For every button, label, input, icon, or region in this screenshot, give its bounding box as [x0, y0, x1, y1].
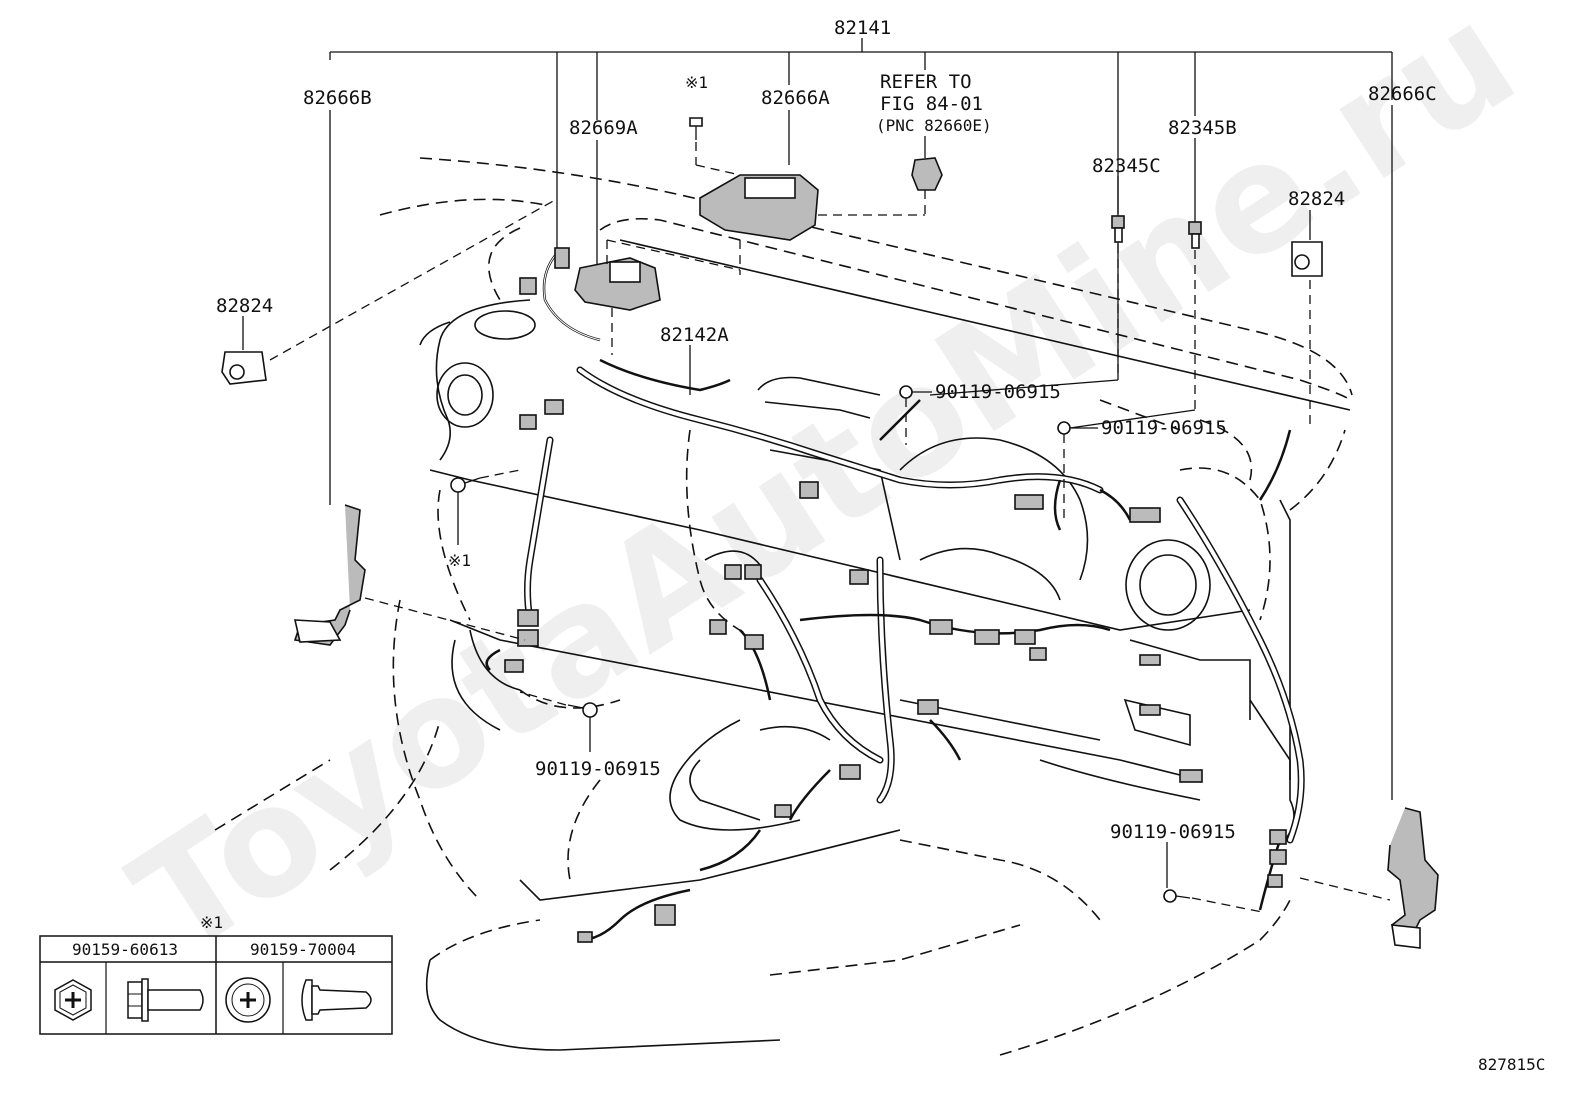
label-bolt-2: 90119-06915	[1101, 417, 1227, 439]
label-82666B: 82666B	[303, 87, 372, 109]
label-82669A: 82669A	[569, 117, 638, 139]
label-82345B: 82345B	[1168, 117, 1237, 139]
label-82142A: 82142A	[660, 324, 729, 346]
part-82666B	[293, 110, 526, 646]
watermark-text: ToyotaAutoMine.ru	[105, 0, 1545, 990]
part-82669A	[574, 140, 741, 355]
vehicle-body-outline	[214, 157, 1353, 1056]
bolt-lower-right	[1163, 842, 1263, 913]
hex-bolt-head-icon	[54, 979, 92, 1021]
label-refer-line3: (PNC 82660E)	[876, 116, 992, 135]
legend-mark: ※1	[200, 913, 223, 932]
label-refer-line1: REFER TO	[880, 71, 972, 93]
legend-col1-header: 90159-60613	[72, 940, 178, 959]
part-82345C	[929, 176, 1125, 396]
label-bolt-3: 90119-06915	[535, 758, 661, 780]
label-82666C: 82666C	[1368, 83, 1437, 105]
legend-col2-header: 90159-70004	[250, 940, 356, 959]
label-82666A: 82666A	[761, 87, 830, 109]
label-bolt-4: 90119-06915	[1110, 821, 1236, 843]
part-82824-right	[1291, 210, 1323, 430]
part-82666A	[699, 110, 925, 275]
label-82141: 82141	[834, 17, 891, 39]
label-82824-left: 82824	[216, 295, 273, 317]
wire-harness-82141	[485, 249, 1305, 942]
label-bolt-1: 90119-06915	[935, 381, 1061, 403]
label-82345C: 82345C	[1092, 155, 1161, 177]
callout-labels: 82141 82666B 82669A ※1 82666A REFER TO F…	[216, 17, 1545, 1074]
bolt-upper-center	[899, 385, 932, 445]
label-note-top: ※1	[685, 73, 708, 92]
bolt-lower-left	[519, 691, 598, 752]
part-82666C	[1299, 105, 1439, 949]
bolt-upper-right	[1057, 421, 1098, 520]
label-refer-line2: FIG 84-01	[880, 93, 983, 115]
part-82345B	[1069, 138, 1202, 429]
screw-side-icon	[301, 979, 372, 1021]
label-note-left: ※1	[448, 551, 471, 570]
hex-bolt-side-icon	[127, 978, 204, 1022]
fastener-legend-table: ※1 90159-60613 90159-70004	[39, 913, 393, 1035]
part-82824-left	[221, 199, 556, 385]
round-screw-head-icon	[225, 977, 271, 1023]
diagram-id: 827815C	[1478, 1055, 1545, 1074]
part-82660E-ref	[911, 136, 943, 215]
screw-note-top	[689, 117, 741, 176]
connectors	[504, 247, 1287, 943]
label-82824-right: 82824	[1288, 188, 1345, 210]
screw-note-left	[450, 469, 521, 545]
